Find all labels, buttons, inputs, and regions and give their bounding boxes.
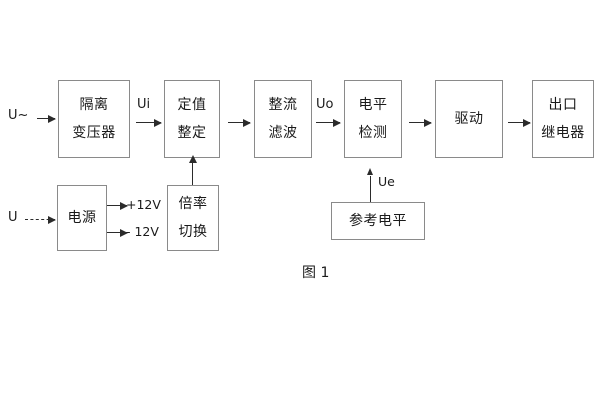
block-multiplier-switch-line-1: 倍率 xyxy=(178,196,208,212)
block-output-relay: 出口 继电器 xyxy=(532,80,594,158)
arrow-power-supply-negative-rail xyxy=(107,228,128,237)
ac-input-label: U~ xyxy=(8,108,29,123)
arrow-rectify-filter-to-level-detection xyxy=(316,118,341,127)
signal-label-uo: Uo xyxy=(316,97,334,112)
block-level-detection-line-1: 电平 xyxy=(358,97,388,113)
power-rail-negative-label: - 12V xyxy=(126,224,159,239)
block-power-supply: 电源 xyxy=(57,185,107,251)
arrow-isolation-transformer-to-setpoint xyxy=(136,118,162,127)
block-reference-level-line-1: 参考电平 xyxy=(349,213,407,229)
power-rail-positive-label: +12V xyxy=(126,197,161,212)
block-rectify-filter: 整流 滤波 xyxy=(254,80,312,158)
block-output-relay-line-1: 出口 xyxy=(548,97,578,113)
arrow-power-supply-positive-rail xyxy=(107,201,128,210)
block-level-detection-line-2: 检测 xyxy=(358,125,388,141)
arrow-ac-input-to-isolation-transformer xyxy=(37,114,56,123)
arrow-multiplier-switch-to-setpoint xyxy=(188,155,197,185)
signal-label-ue: Ue xyxy=(378,174,395,189)
arrow-level-detection-to-drive xyxy=(409,118,432,127)
block-reference-level: 参考电平 xyxy=(331,202,425,240)
figure-caption: 图 1 xyxy=(302,265,330,281)
block-isolation-transformer-line-1: 隔离 xyxy=(79,97,109,113)
block-multiplier-switch-line-2: 切换 xyxy=(178,224,208,240)
block-setpoint-setting-line-2: 整定 xyxy=(177,125,207,141)
dc-input-label: U xyxy=(8,210,18,225)
block-setpoint-setting: 定值 整定 xyxy=(164,80,220,158)
block-drive: 驱动 xyxy=(435,80,503,158)
block-level-detection: 电平 检测 xyxy=(344,80,402,158)
block-multiplier-switch: 倍率 切换 xyxy=(167,185,219,251)
block-drive-line-1: 驱动 xyxy=(454,111,484,127)
signal-label-ui: Ui xyxy=(137,97,151,112)
block-rectify-filter-line-2: 滤波 xyxy=(268,125,298,141)
arrow-setpoint-to-rectify-filter xyxy=(228,118,251,127)
block-rectify-filter-line-1: 整流 xyxy=(268,97,298,113)
block-power-supply-line-1: 电源 xyxy=(67,210,97,226)
block-isolation-transformer: 隔离 变压器 xyxy=(58,80,130,158)
block-setpoint-setting-line-1: 定值 xyxy=(177,97,207,113)
block-isolation-transformer-line-2: 变压器 xyxy=(72,125,116,141)
arrow-reference-level-to-level-detection xyxy=(367,168,373,202)
arrow-drive-to-output-relay xyxy=(508,118,531,127)
block-output-relay-line-2: 继电器 xyxy=(541,125,585,141)
arrow-dc-input-to-power-supply xyxy=(25,216,56,224)
